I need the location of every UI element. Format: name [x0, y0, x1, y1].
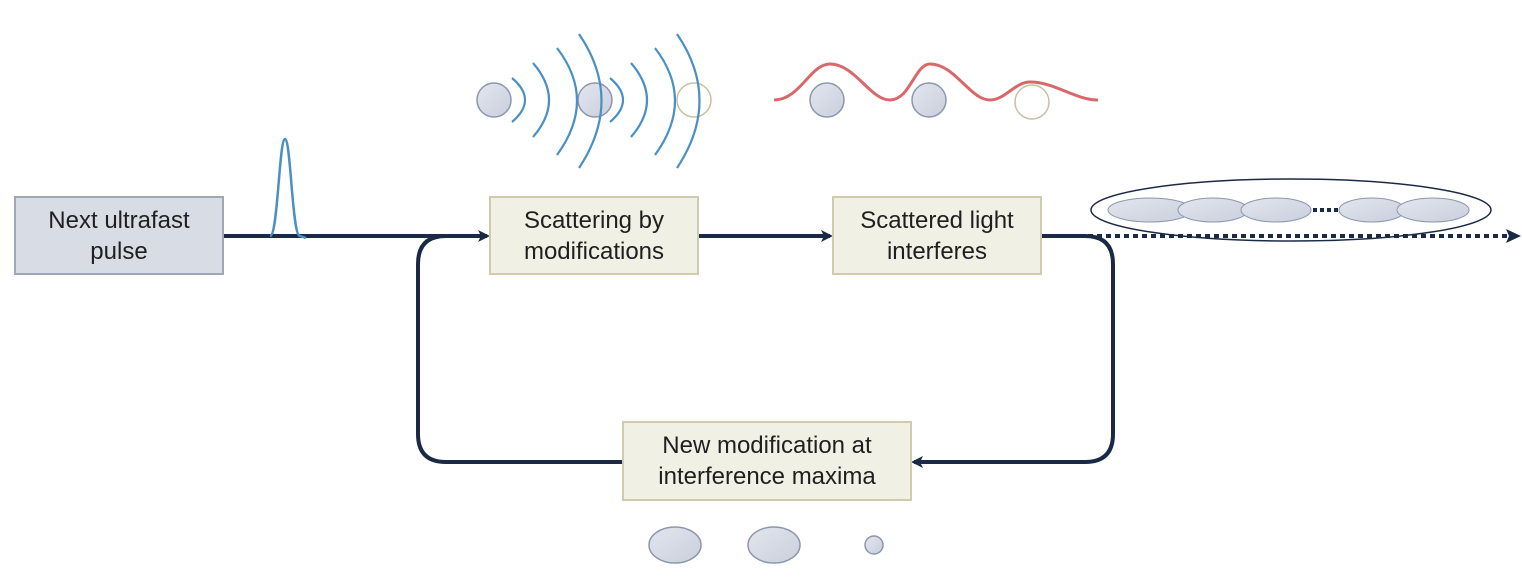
- node-scattered-light-interferes: Scattered light interferes: [832, 196, 1042, 275]
- elongated-modification: [1177, 197, 1249, 223]
- wave-arc: [609, 77, 625, 123]
- node-new-modification: New modification at interference maxima: [622, 421, 912, 501]
- particle: [911, 82, 947, 118]
- particle: [577, 82, 613, 118]
- empty-particle: [676, 82, 712, 118]
- wave-arc: [532, 62, 551, 138]
- scattering-illustration: [476, 33, 712, 169]
- node-next-ultrafast-pulse: Next ultrafast pulse: [14, 196, 224, 275]
- node-label: Scattered light interferes: [860, 206, 1014, 265]
- node-scattering-by-modifications: Scattering by modifications: [489, 196, 699, 275]
- node-label: Next ultrafast pulse: [48, 206, 190, 265]
- pulse-icon: [268, 137, 307, 240]
- edge-new-modification-to-scattering: [416, 234, 622, 464]
- particle: [809, 82, 845, 118]
- standing-wave: [773, 62, 1099, 102]
- node-label: Scattering by modifications: [523, 206, 665, 265]
- interference-illustration: [773, 62, 1099, 120]
- empty-particle: [1014, 84, 1050, 120]
- output-arrowhead-icon: [1506, 229, 1521, 243]
- particle: [747, 526, 801, 564]
- small-particle: [864, 535, 884, 555]
- wave-arc: [630, 62, 649, 138]
- enclosing-ellipse: [1090, 178, 1492, 242]
- wave-arc: [511, 77, 527, 123]
- new-modification-illustration: [648, 526, 884, 564]
- elongated-modification: [1240, 197, 1312, 223]
- wave-arc: [578, 33, 603, 169]
- node-label: New modification at interference maxima: [658, 432, 876, 490]
- output-chain-illustration: [1090, 178, 1492, 242]
- elongated-modification: [1338, 197, 1406, 223]
- particle: [648, 526, 702, 564]
- wave-arc: [676, 33, 701, 169]
- wave-arc: [556, 47, 579, 156]
- edge-interference-to-new-modification: [911, 234, 1115, 468]
- particle: [476, 82, 512, 118]
- elongated-modification: [1396, 197, 1470, 223]
- wave-arc: [654, 47, 677, 156]
